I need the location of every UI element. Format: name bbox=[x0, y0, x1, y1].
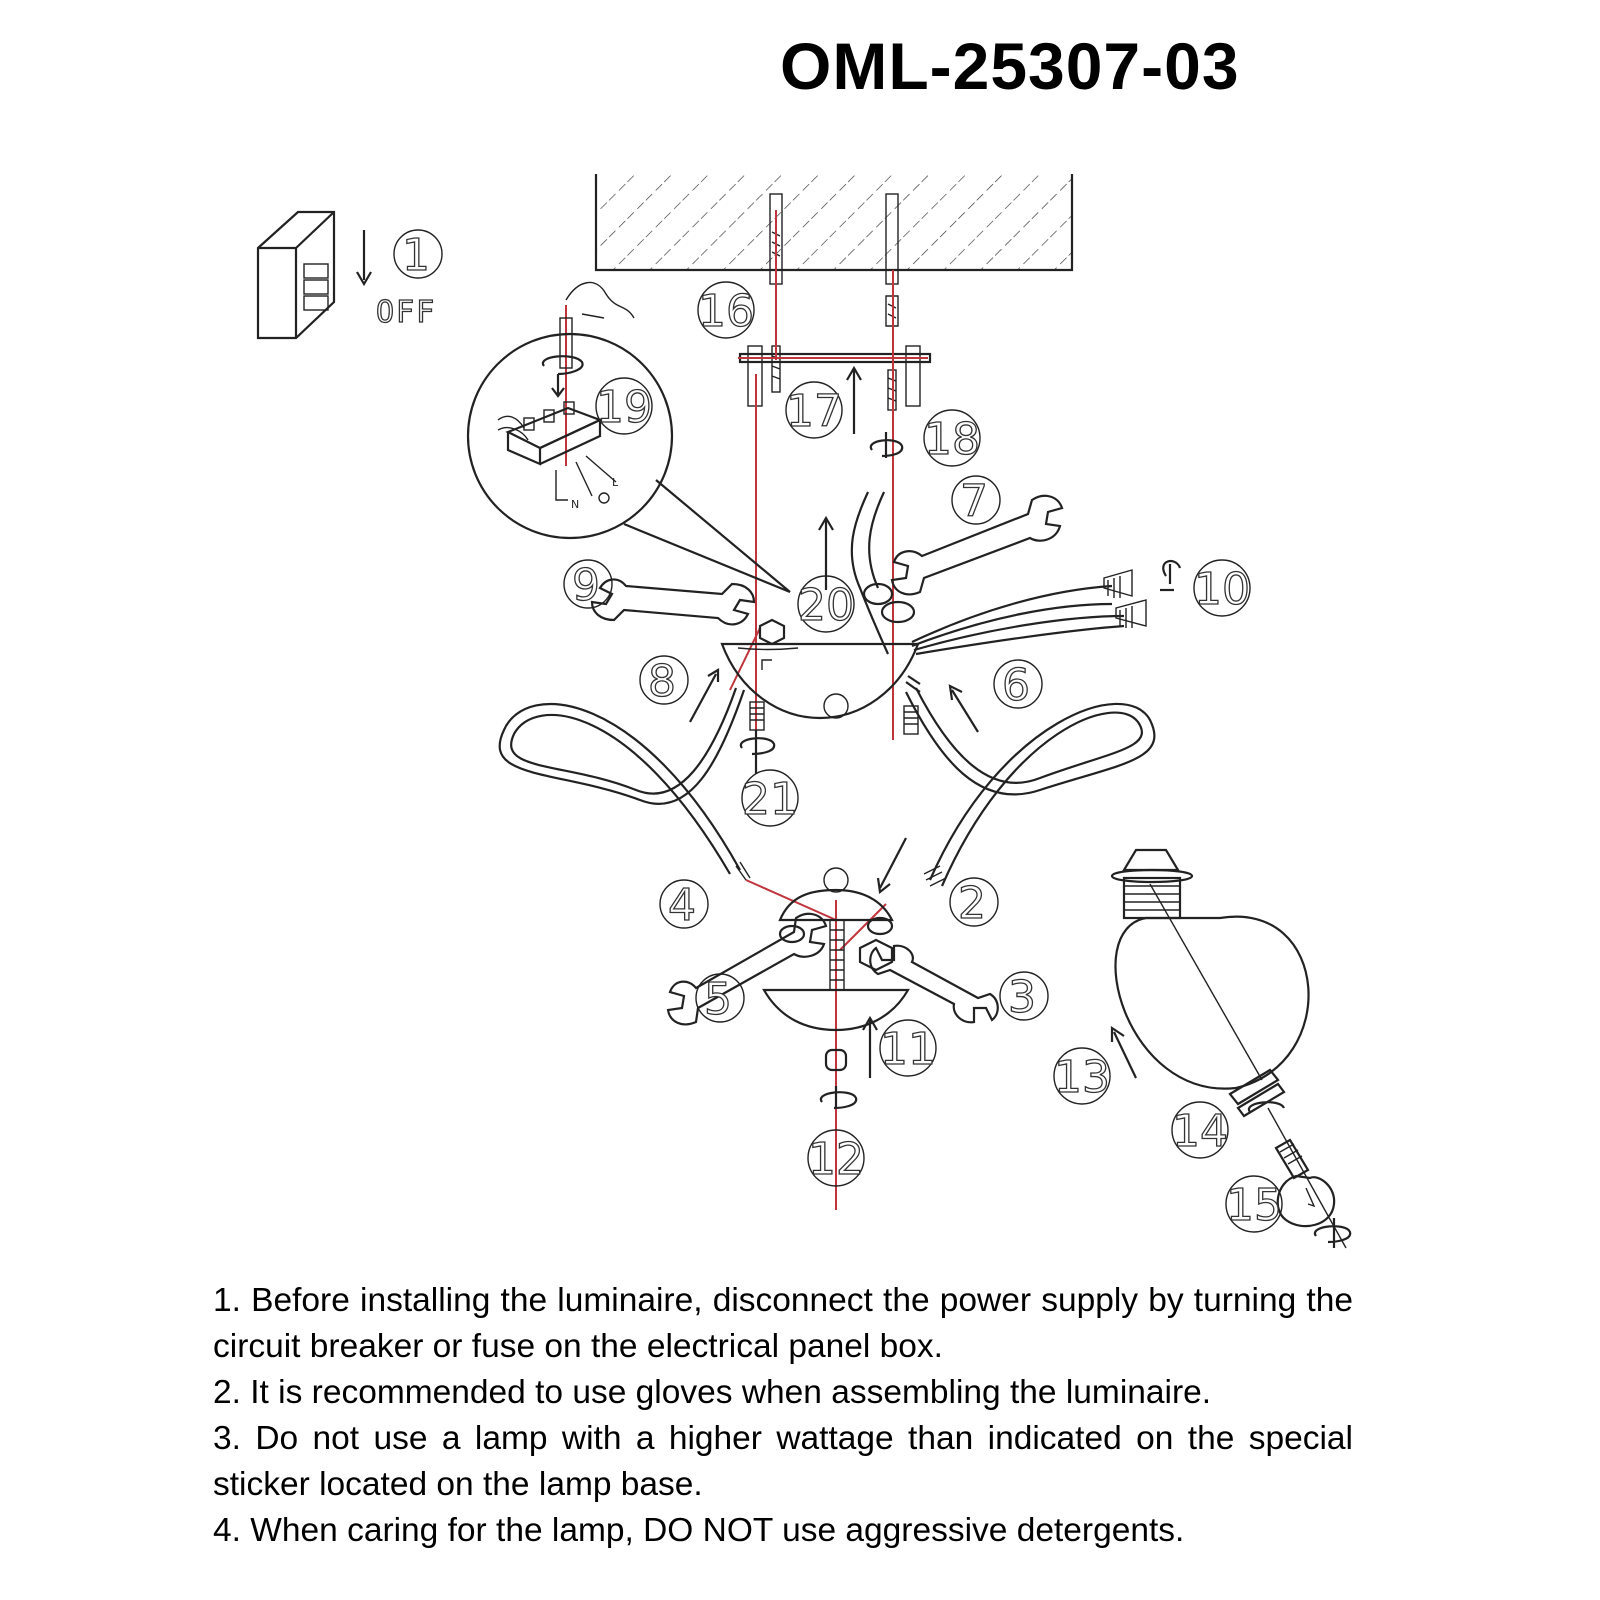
callout-16: 16 bbox=[697, 281, 755, 339]
supply-cable bbox=[850, 491, 916, 655]
instruction-notes: 1. Before installing the luminaire, disc… bbox=[213, 1278, 1353, 1554]
arm-right bbox=[905, 687, 1156, 887]
bolt-21 bbox=[739, 701, 776, 774]
svg-text:21: 21 bbox=[742, 774, 798, 825]
callout-4: 4 bbox=[659, 879, 709, 932]
arrow-8 bbox=[689, 668, 720, 723]
note-item: 2. It is recommended to use gloves when … bbox=[213, 1374, 1212, 1411]
callout-2: 2 bbox=[949, 877, 999, 930]
callout-9: 9 bbox=[563, 559, 613, 612]
callout-11: 11 bbox=[879, 1019, 937, 1077]
alignment-lines bbox=[565, 210, 928, 1210]
arm-left bbox=[498, 687, 751, 881]
wrench-icon bbox=[666, 912, 828, 1026]
arrow-2 bbox=[876, 837, 907, 895]
callout-8: 8 bbox=[639, 655, 689, 708]
off-arrow bbox=[356, 230, 372, 287]
bottom-hub bbox=[762, 867, 910, 1032]
svg-text:12: 12 bbox=[808, 1134, 864, 1185]
off-label: OFF bbox=[376, 295, 436, 330]
wire-bundle bbox=[911, 569, 1147, 656]
finial bbox=[819, 1048, 858, 1110]
arrow-13 bbox=[1110, 1025, 1137, 1079]
note-item: 3. Do not use a lamp with a higher watta… bbox=[213, 1420, 1353, 1503]
svg-text:13: 13 bbox=[1054, 1052, 1110, 1103]
wire-label-l: L bbox=[612, 476, 619, 489]
callout-15: 15 bbox=[1225, 1175, 1283, 1233]
callout-13: 13 bbox=[1053, 1047, 1111, 1105]
arrow-17 bbox=[846, 365, 862, 434]
shade-ring-14 bbox=[1228, 1068, 1286, 1118]
nut-icon bbox=[758, 618, 786, 646]
callout-7: 7 bbox=[951, 475, 1001, 528]
note-item: 4. When caring for the lamp, DO NOT use … bbox=[213, 1512, 1185, 1549]
svg-text:18: 18 bbox=[924, 414, 980, 465]
svg-text:5: 5 bbox=[704, 974, 732, 1025]
bolt-18 bbox=[869, 432, 904, 458]
callout-3: 3 bbox=[999, 971, 1049, 1024]
callout-10: 10 bbox=[1193, 559, 1251, 617]
callout-14: 14 bbox=[1171, 1101, 1229, 1159]
svg-text:14: 14 bbox=[1172, 1106, 1228, 1157]
lamp-holder bbox=[1110, 848, 1194, 920]
arrow-6 bbox=[948, 684, 979, 733]
svg-text:4: 4 bbox=[668, 880, 696, 931]
model-title: OML-25307-03 bbox=[780, 29, 1240, 103]
note-item: 1. Before installing the luminaire, disc… bbox=[213, 1282, 1353, 1365]
wire-connector-icon bbox=[1160, 559, 1182, 592]
svg-text:10: 10 bbox=[1194, 564, 1250, 615]
svg-text:3: 3 bbox=[1008, 972, 1036, 1023]
svg-text:7: 7 bbox=[960, 476, 988, 527]
callout-19: 19 bbox=[595, 377, 653, 435]
svg-text:1: 1 bbox=[402, 230, 430, 281]
wiring-detail-circle: N L bbox=[466, 332, 791, 594]
ceiling bbox=[594, 174, 1074, 272]
svg-text:2: 2 bbox=[958, 878, 986, 929]
callout-5: 5 bbox=[695, 973, 745, 1026]
callout-12: 12 bbox=[807, 1129, 865, 1187]
callout-18: 18 bbox=[923, 409, 981, 467]
callout-21: 21 bbox=[741, 769, 799, 827]
svg-text:9: 9 bbox=[572, 560, 600, 611]
glass-shade bbox=[1114, 883, 1310, 1090]
svg-text:15: 15 bbox=[1226, 1180, 1282, 1231]
bulb-icon bbox=[1247, 1101, 1352, 1249]
screwdriver-icon bbox=[541, 282, 635, 398]
svg-text:16: 16 bbox=[698, 286, 754, 337]
svg-text:17: 17 bbox=[786, 386, 842, 437]
arrow-11 bbox=[862, 1015, 878, 1078]
canopy bbox=[720, 642, 920, 720]
wrench-icon bbox=[890, 494, 1064, 596]
wrench-icon bbox=[590, 578, 756, 626]
callout-17: 17 bbox=[785, 381, 843, 439]
svg-text:6: 6 bbox=[1002, 660, 1030, 711]
svg-text:19: 19 bbox=[596, 382, 652, 433]
wire-label-n: N bbox=[571, 498, 579, 511]
svg-text:11: 11 bbox=[880, 1024, 936, 1075]
up-arrow-20 bbox=[818, 515, 834, 590]
callout-6: 6 bbox=[993, 659, 1043, 712]
callout-20: 20 bbox=[797, 575, 855, 633]
callout-1: 1 bbox=[393, 229, 443, 282]
svg-text:8: 8 bbox=[648, 656, 676, 707]
wrench-icon bbox=[869, 944, 999, 1024]
svg-text:20: 20 bbox=[798, 580, 854, 631]
breaker-box bbox=[256, 210, 336, 340]
